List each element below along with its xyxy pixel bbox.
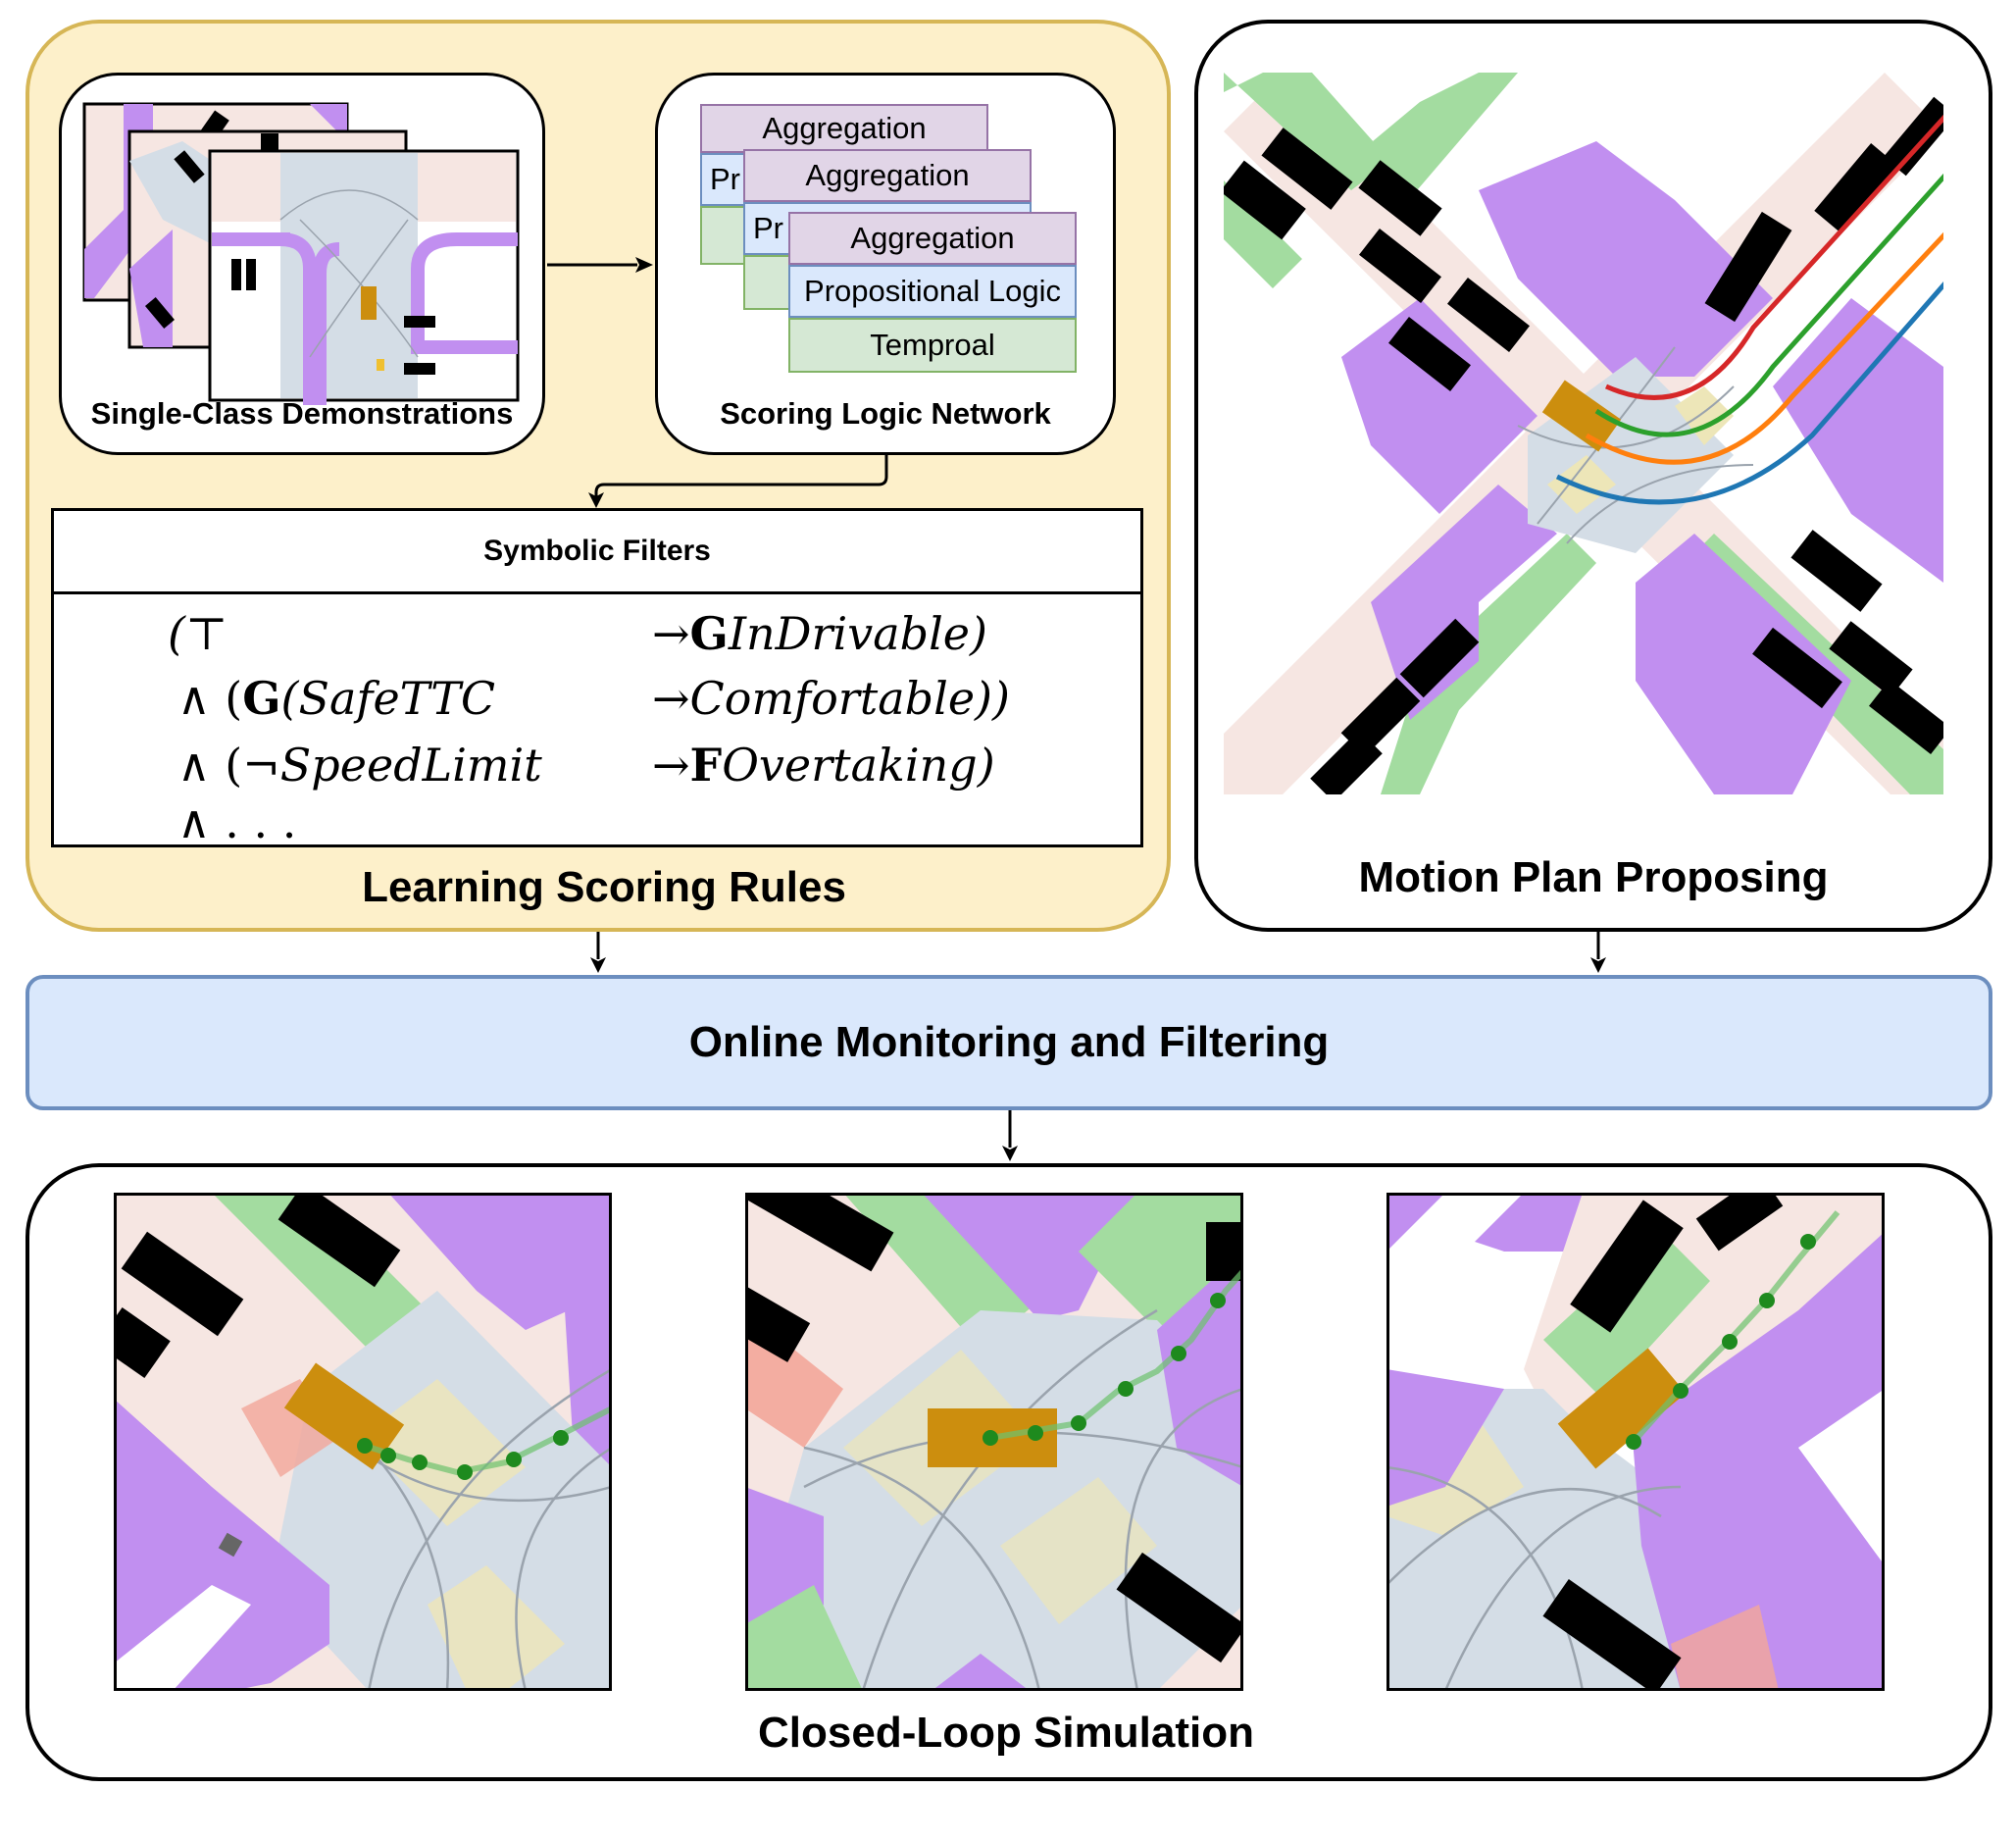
filter-row-2-left: ∧ (G(SafeTTC — [177, 672, 496, 725]
simulation-frame-2 — [745, 1193, 1243, 1691]
filter-row-4: ∧ . . . — [177, 795, 297, 848]
simulation-frame-3 — [1386, 1193, 1885, 1691]
logic-stack-back-aggregation: Aggregation — [700, 104, 988, 153]
symbolic-filters-header: Symbolic Filters — [54, 511, 1140, 594]
closed-loop-title: Closed-Loop Simulation — [758, 1709, 1254, 1757]
motion-plan-map — [1224, 73, 1943, 794]
arrow-logic-to-filters — [588, 455, 888, 508]
online-monitoring-title: Online Monitoring and Filtering — [688, 1018, 1330, 1066]
motion-plan-title: Motion Plan Proposing — [1358, 853, 1829, 901]
arrow-learning-to-online — [590, 932, 606, 973]
arrow-online-to-closed-loop — [1002, 1110, 1018, 1161]
online-monitoring-panel — [25, 975, 1992, 1110]
logic-stack-middle-aggregation: Aggregation — [743, 149, 1032, 202]
filter-row-3-right: →FOvertaking) — [652, 739, 995, 792]
learning-scoring-rules-title: Learning Scoring Rules — [362, 863, 846, 911]
arrow-demos-to-logic — [547, 257, 653, 273]
logic-stack-front-propositional: Propositional Logic — [788, 265, 1077, 318]
filter-row-1-left: (⊤ — [168, 607, 228, 660]
simulation-frame-1 — [114, 1193, 612, 1691]
demonstrations-label: Single-Class Demonstrations — [90, 396, 514, 431]
filter-row-2-right: →Comfortable)) — [652, 672, 1010, 725]
filter-row-3-left: ∧ (¬SpeedLimit — [177, 739, 542, 792]
logic-stack-front-aggregation: Aggregation — [788, 212, 1077, 265]
filter-row-1-right: →GInDrivable) — [652, 607, 987, 660]
demonstration-maps — [82, 102, 520, 405]
logic-stack-front-temporal: Temproal — [788, 318, 1077, 373]
symbolic-filters-box: Symbolic Filters (⊤ →GInDrivable) ∧ (G(S… — [51, 508, 1143, 848]
scoring-logic-network-label: Scoring Logic Network — [720, 396, 1051, 431]
arrow-motion-to-online — [1590, 932, 1606, 973]
